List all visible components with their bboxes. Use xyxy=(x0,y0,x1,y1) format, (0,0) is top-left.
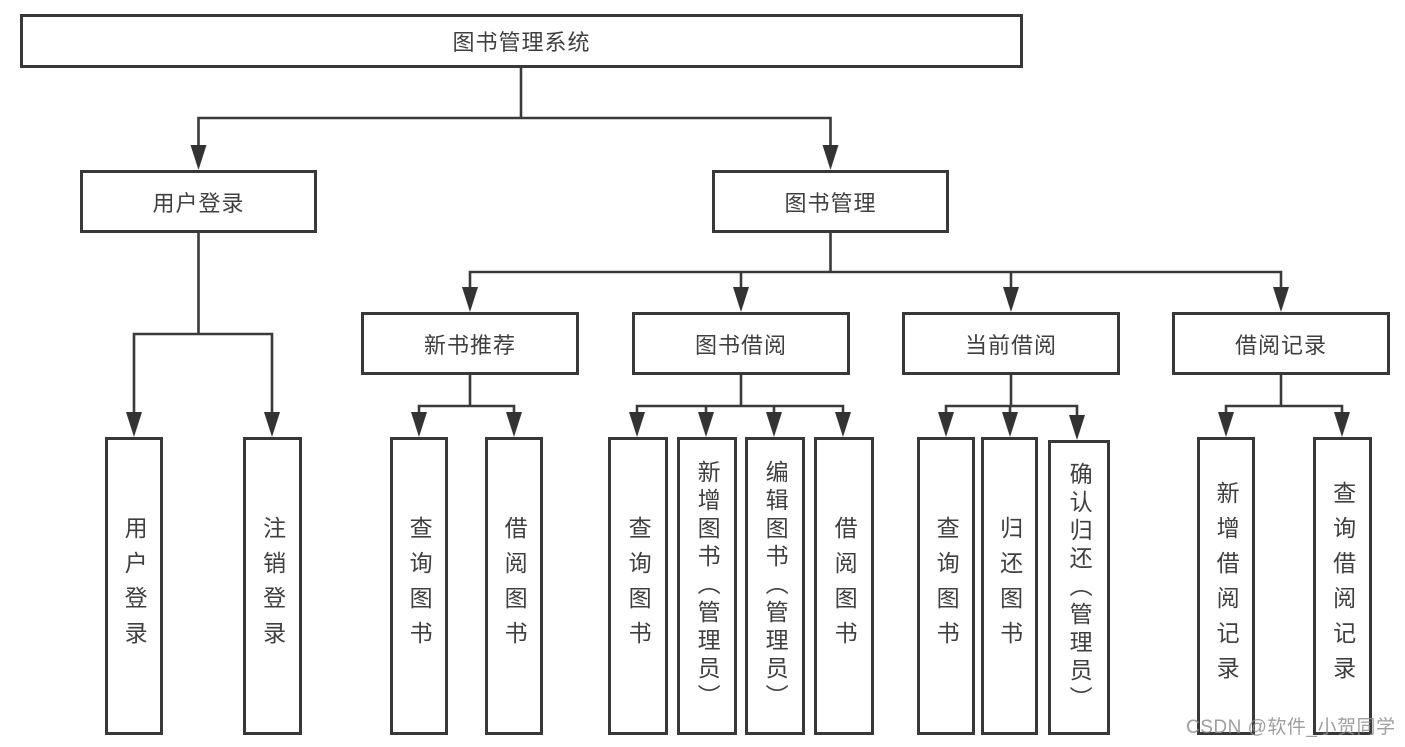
leaf-user-login: 用户登录 xyxy=(105,437,163,735)
node-user-login: 用户登录 xyxy=(80,170,317,233)
arrow-down-icon xyxy=(264,412,280,437)
arrow-down-icon xyxy=(126,412,142,437)
node-label: 用户登录 xyxy=(152,190,245,216)
arrow-down-icon xyxy=(506,412,522,437)
arrow-down-icon xyxy=(629,412,645,437)
node-label: 确认归还（管理员） xyxy=(1066,461,1093,714)
node-borrow-records: 借阅记录 xyxy=(1172,312,1390,375)
leaf-query-books: 查询图书 xyxy=(390,437,448,735)
arrow-down-icon xyxy=(733,287,749,312)
leaf-query-books: 查询图书 xyxy=(608,437,668,735)
leaf-logout: 注销登录 xyxy=(243,437,302,735)
arrow-down-icon xyxy=(462,287,478,312)
arrow-down-icon xyxy=(411,412,427,437)
node-label: 借阅记录 xyxy=(1234,332,1327,358)
node-label: 编辑图书（管理员） xyxy=(762,460,789,712)
leaf-edit-books-admin: 编辑图书（管理员） xyxy=(745,437,805,735)
arrow-down-icon xyxy=(1003,287,1019,312)
leaf-borrow-books: 借阅图书 xyxy=(485,437,543,735)
node-label: 新增借阅记录 xyxy=(1213,481,1240,691)
node-book-borrow: 图书借阅 xyxy=(632,312,850,375)
leaf-query-books: 查询图书 xyxy=(917,437,975,735)
node-current-borrow: 当前借阅 xyxy=(902,312,1120,375)
node-new-book-recommend: 新书推荐 xyxy=(361,312,579,375)
arrow-down-icon xyxy=(1218,412,1234,437)
connector-user-login-split xyxy=(132,332,274,432)
node-library-management-system: 图书管理系统 xyxy=(20,14,1023,68)
node-label: 借阅图书 xyxy=(501,516,528,656)
arrow-down-icon xyxy=(822,145,839,170)
connector-root-split xyxy=(197,116,832,165)
node-label: 图书借阅 xyxy=(694,332,787,358)
node-label: 注销登录 xyxy=(259,516,286,656)
node-label: 查询图书 xyxy=(406,516,433,656)
node-label: 归还图书 xyxy=(996,516,1023,656)
node-book-management: 图书管理 xyxy=(712,170,949,233)
leaf-add-books-admin: 新增图书（管理员） xyxy=(677,437,737,735)
arrow-down-icon xyxy=(938,412,954,437)
node-label: 用户登录 xyxy=(121,516,148,656)
node-label: 查询图书 xyxy=(625,516,652,656)
connector-book-borrow-split xyxy=(635,404,845,432)
leaf-confirm-return-admin: 确认归还（管理员） xyxy=(1048,440,1110,735)
arrow-down-icon xyxy=(1334,412,1350,437)
arrow-down-icon xyxy=(1002,412,1018,437)
node-label: 查询图书 xyxy=(933,516,960,656)
node-label: 图书管理 xyxy=(784,190,877,216)
arrow-down-icon xyxy=(1273,287,1289,312)
node-label: 图书管理系统 xyxy=(452,30,591,55)
arrow-down-icon xyxy=(835,412,851,437)
node-label: 新书推荐 xyxy=(423,332,516,358)
leaf-borrow-books: 借阅图书 xyxy=(814,437,874,735)
connector-new-book-split xyxy=(417,404,516,432)
connector-book-management-split xyxy=(468,270,1283,307)
connector-borrow-records-split xyxy=(1224,404,1344,432)
node-label: 查询借阅记录 xyxy=(1329,481,1356,691)
node-label: 借阅图书 xyxy=(831,516,858,656)
arrow-down-icon xyxy=(698,412,714,437)
leaf-return-books: 归还图书 xyxy=(981,437,1038,735)
arrow-down-icon xyxy=(190,145,207,170)
watermark: CSDN @软件_小贺同学 xyxy=(1186,717,1396,738)
arrow-down-icon xyxy=(766,412,782,437)
node-label: 新增图书（管理员） xyxy=(694,460,721,712)
node-label: 当前借阅 xyxy=(964,332,1057,358)
leaf-add-borrow-record: 新增借阅记录 xyxy=(1197,437,1255,735)
leaf-query-borrow-record: 查询借阅记录 xyxy=(1313,437,1372,735)
arrow-down-icon xyxy=(1069,415,1085,440)
